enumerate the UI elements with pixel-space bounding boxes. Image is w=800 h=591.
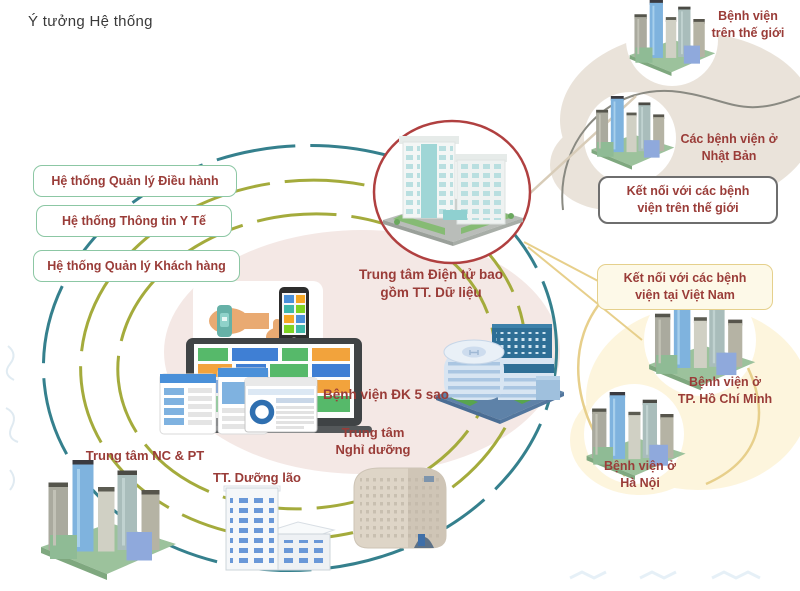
label-5star-hospital: Bệnh viện ĐK 5 sao [322, 387, 450, 402]
system-box-customer: Hệ thống Quản lý Khách hàng [33, 250, 240, 282]
smartphone-icon [279, 287, 309, 343]
analytics-window [244, 377, 318, 433]
connect-vietnam-box: Kết nối với các bệnh viện tại Việt Nam [597, 264, 773, 310]
page-title: Ý tưởng Hệ thống [28, 13, 153, 30]
nursing-home-building-icon [223, 485, 336, 571]
label-world-hospitals: Bệnh viện trên thế giới [711, 9, 785, 40]
label-hcmc-hospital: Bệnh viện ở TP. Hồ Chí Minh [677, 375, 773, 406]
label-hanoi-hospital: Bệnh viện ở Hà Nội [603, 459, 677, 490]
label-rnd-center: Trung tâm NC & PT [85, 448, 205, 463]
label-nursing-home: TT. Dưỡng lão [213, 470, 301, 485]
smartwatch-icon [217, 305, 232, 337]
connect-world-box: Kết nối với các bệnh viện trên thế giới [598, 176, 778, 224]
label-resort-center: Trung tâm Nghỉ dưỡng [335, 425, 411, 458]
label-japan-hospitals: Các bệnh viện ở Nhật Bản [680, 132, 778, 163]
city-buildings-icon [39, 460, 178, 580]
system-box-operations: Hệ thống Quản lý Điều hành [33, 165, 237, 197]
office-building-icon [383, 136, 523, 246]
hospital-building-icon [436, 324, 564, 424]
label-electronic-center-hub: Trung tâm Điện tử bao gồm TT. Dữ liệu [358, 267, 504, 300]
system-box-health-info: Hệ thống Thông tin Y Tế [36, 205, 232, 237]
resort-building-icon [353, 467, 447, 549]
laptop-dashboard-icon [159, 338, 372, 435]
watermark-squiggles [5, 345, 761, 580]
